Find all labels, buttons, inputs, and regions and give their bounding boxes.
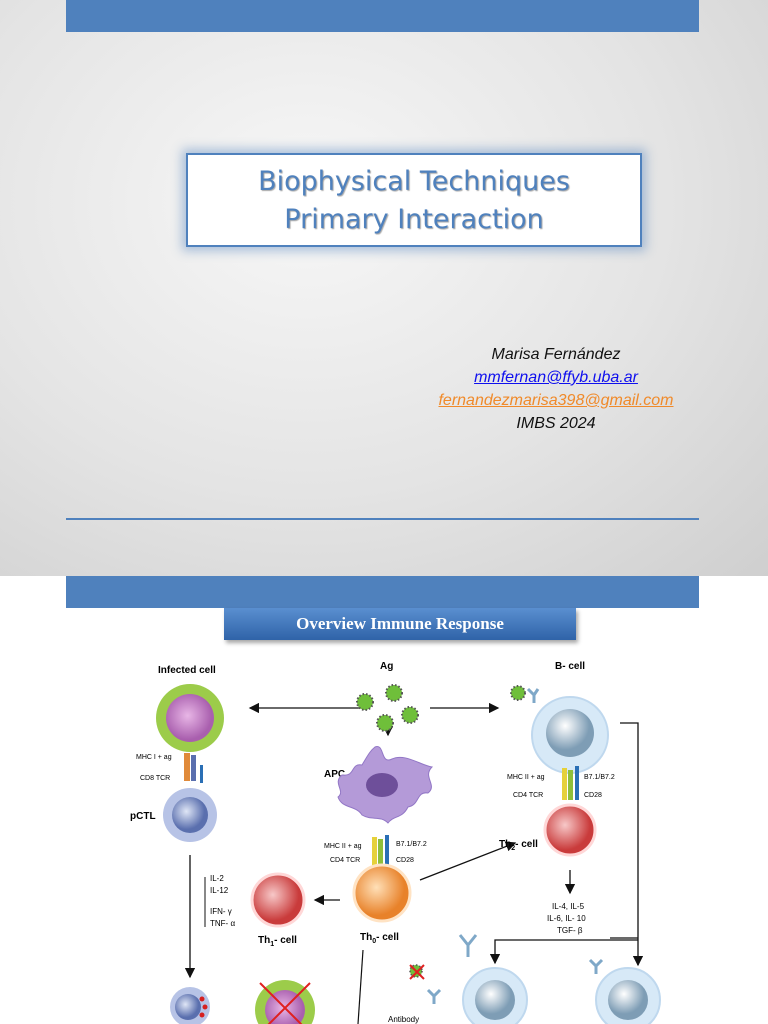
tcr-receptor-apc bbox=[378, 839, 383, 867]
antibody-receptor-b bbox=[526, 687, 540, 703]
neutralize-cross-icon bbox=[409, 964, 425, 980]
label-il4: IL-4, IL-5 bbox=[552, 902, 585, 911]
mhc2-receptor-b bbox=[562, 768, 567, 800]
antigen-virus-b bbox=[510, 685, 526, 701]
label-il12: IL-12 bbox=[210, 886, 229, 895]
title-line-1: Biophysical Techniques bbox=[258, 166, 570, 197]
granule-dot bbox=[199, 996, 205, 1002]
label-il6: IL-6, IL- 10 bbox=[547, 914, 586, 923]
immune-diagram-svg: Infected cell MHC I + ag CD8 TCR pCTL IL… bbox=[130, 661, 661, 1024]
mhc2-receptor-apc bbox=[372, 837, 377, 867]
th0-cell bbox=[352, 863, 412, 923]
line-th0-down bbox=[357, 949, 364, 1024]
title-box: Biophysical Techniques Primary Interacti… bbox=[186, 153, 642, 247]
antibody-free-2 bbox=[588, 958, 604, 974]
label-cd4-b: CD4 TCR bbox=[513, 792, 543, 799]
slide-divider-line bbox=[66, 518, 699, 520]
immune-response-diagram: Infected cell MHC I + ag CD8 TCR pCTL IL… bbox=[110, 655, 690, 1024]
slide-top-bar bbox=[66, 576, 699, 608]
overview-slide: Overview Immune Response bbox=[0, 576, 768, 1024]
arrow-bcell-right bbox=[620, 722, 644, 967]
ctl-cell-nucleus bbox=[175, 994, 201, 1020]
author-name: Marisa Fernández bbox=[491, 346, 621, 363]
pctl-cell-nucleus bbox=[172, 797, 208, 833]
slide-top-bar bbox=[66, 0, 699, 32]
email-link-primary[interactable]: mmfernan@ffyb.uba.ar bbox=[474, 369, 638, 386]
label-b7-b: B7.1/B7.2 bbox=[584, 774, 615, 781]
label-ag: Ag bbox=[380, 661, 393, 672]
label-mhc1: MHC I + ag bbox=[136, 754, 172, 761]
label-tnf: TNF- α bbox=[210, 919, 235, 928]
label-b-cell: B- cell bbox=[555, 661, 585, 672]
cd8-receptor bbox=[191, 755, 196, 781]
label-apc: APC bbox=[324, 769, 345, 780]
b7-receptor-b bbox=[575, 766, 579, 800]
label-mhc2-b: MHC II + ag bbox=[507, 774, 545, 781]
arrow-to-plasma bbox=[489, 939, 638, 965]
label-b7-apc: B7.1/B7.2 bbox=[396, 841, 427, 848]
label-il2: IL-2 bbox=[210, 874, 224, 883]
b-cell-nucleus bbox=[546, 709, 594, 757]
granule-dot bbox=[202, 1004, 208, 1010]
killed-cross-icon bbox=[259, 982, 311, 1024]
arrow-th0-to-th2 bbox=[419, 841, 517, 881]
label-cd8: CD8 TCR bbox=[140, 775, 170, 782]
label-mhc2-apc: MHC II + ag bbox=[324, 843, 362, 850]
th2-cell bbox=[543, 803, 597, 857]
b7-receptor-apc bbox=[385, 835, 389, 867]
label-th0: Th0- cell bbox=[360, 932, 399, 945]
label-ifn: IFN- γ bbox=[210, 907, 232, 916]
granule-dot bbox=[199, 1012, 205, 1018]
label-pctl: pCTL bbox=[130, 811, 156, 822]
title-line-2: Primary Interaction bbox=[284, 204, 544, 235]
th1-cell bbox=[250, 872, 306, 928]
email-link-secondary[interactable]: fernandezmarisa398@gmail.com bbox=[438, 392, 674, 409]
memory-cell-right-nucleus bbox=[608, 980, 648, 1020]
label-cd28-b: CD28 bbox=[584, 792, 602, 799]
label-th1: Th1- cell bbox=[258, 935, 297, 948]
label-th2: Th2- cell bbox=[499, 839, 538, 852]
label-tgf: TGF- β bbox=[557, 926, 583, 935]
apc-nucleus bbox=[366, 773, 398, 797]
title-slide: Biophysical Techniques Primary Interacti… bbox=[0, 0, 768, 576]
label-cd4-apc: CD4 TCR bbox=[330, 857, 360, 864]
cd8-coreceptor bbox=[200, 765, 203, 783]
slide-banner-title: Overview Immune Response bbox=[224, 608, 576, 640]
label-cd28-apc: CD28 bbox=[396, 857, 414, 864]
antibody-free-1 bbox=[458, 934, 478, 957]
infected-cell-nucleus bbox=[166, 694, 214, 742]
plasma-cell-left-nucleus bbox=[475, 980, 515, 1020]
antigen-virus-cluster bbox=[356, 684, 419, 732]
mhc1-receptor bbox=[184, 753, 190, 781]
antibody-free-3 bbox=[426, 988, 442, 1004]
author-block: Marisa Fernández mmfernan@ffyb.uba.ar fe… bbox=[420, 343, 692, 435]
event-label: IMBS 2024 bbox=[516, 415, 596, 432]
tcr-receptor-b bbox=[568, 770, 573, 800]
label-infected-cell: Infected cell bbox=[158, 665, 216, 676]
label-antibody: Antibody bbox=[388, 1015, 419, 1024]
